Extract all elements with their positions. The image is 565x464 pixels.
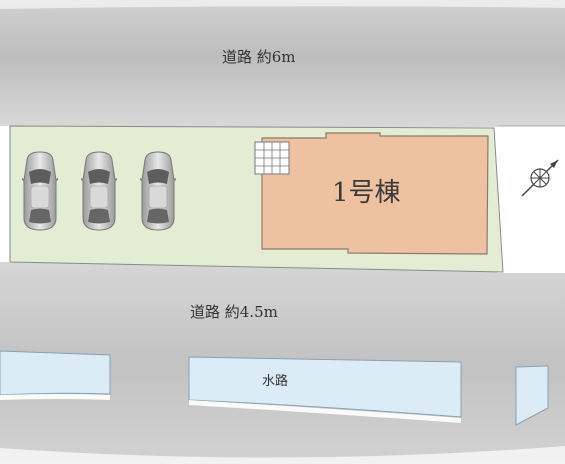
waterway-left <box>0 350 111 396</box>
building-footprint <box>261 132 489 255</box>
waterway-label: 水路 <box>262 374 289 389</box>
stairs-icon <box>254 141 290 175</box>
neighbor-lot <box>498 126 565 273</box>
building-label: 1号棟 <box>332 178 401 208</box>
road-bottom-label: 道路 約4.5m <box>190 303 278 321</box>
waterway-center <box>188 356 462 418</box>
car-icon <box>21 151 59 231</box>
car-icon <box>139 151 177 231</box>
road-top-label: 道路 約6m <box>222 48 296 66</box>
car-icon <box>80 151 118 231</box>
road-top <box>0 0 565 127</box>
waterway-right <box>515 365 549 426</box>
north-arrow-icon <box>521 159 559 197</box>
left-edge <box>0 126 10 262</box>
